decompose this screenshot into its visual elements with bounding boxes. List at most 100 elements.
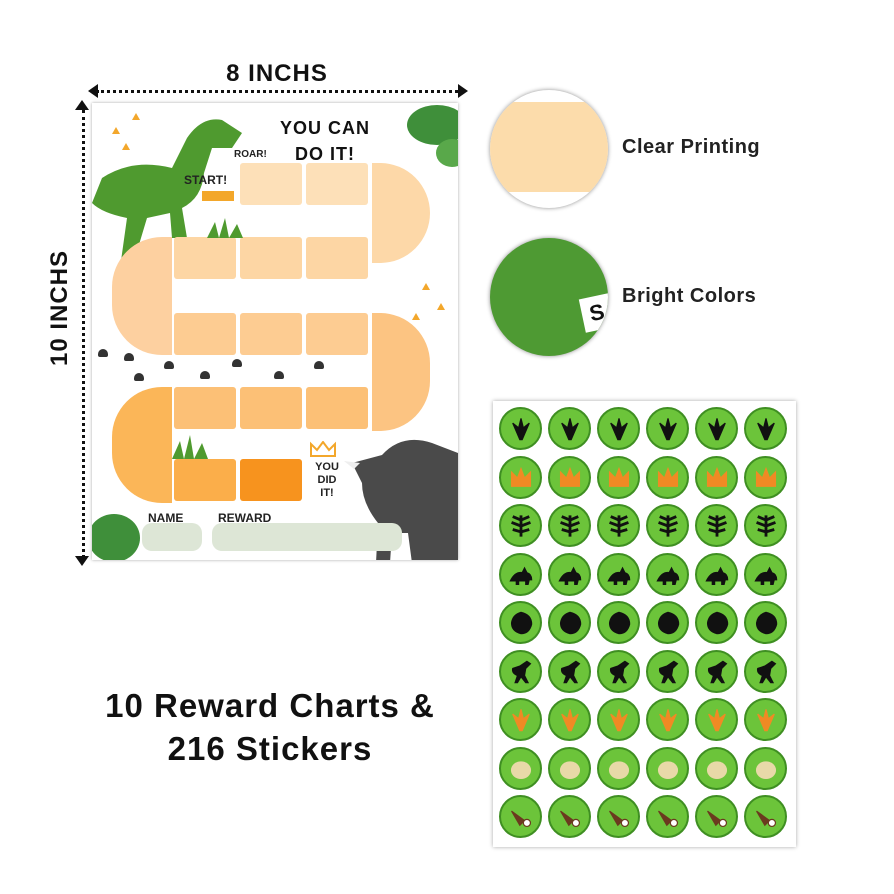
footprint-icon xyxy=(134,373,144,381)
chart-curve xyxy=(112,387,172,503)
chart-square xyxy=(240,313,302,355)
footprint-icon xyxy=(232,359,242,367)
sticker xyxy=(597,649,640,693)
reward-chart: ROAR! YOU CAN DO IT! START! YOU DID xyxy=(92,103,458,560)
dino-footprint-icon xyxy=(561,418,579,441)
finish-text: YOU DID IT! xyxy=(310,461,344,500)
crown-icon xyxy=(706,466,728,487)
stegosaurus-icon xyxy=(509,566,533,585)
chart-square xyxy=(240,237,302,279)
fern-leaf-icon xyxy=(511,515,531,537)
height-label: 10 INCHS xyxy=(46,249,73,367)
sticker xyxy=(499,698,542,741)
dino-egg-icon xyxy=(559,760,581,779)
grass-icon xyxy=(207,218,243,238)
chart-square xyxy=(174,313,236,355)
chart-title: YOU CAN DO IT! xyxy=(260,115,390,167)
stegosaurus-icon xyxy=(558,566,582,585)
sticker xyxy=(695,746,738,790)
chart-curve xyxy=(372,313,430,431)
sticker xyxy=(548,504,591,547)
raptor-icon xyxy=(756,660,777,683)
width-dimension-line xyxy=(96,90,458,93)
confetti-icon xyxy=(412,313,420,320)
sticker xyxy=(646,698,689,741)
monstera-leaf-icon xyxy=(92,514,140,560)
confetti-icon xyxy=(422,283,430,290)
arrow-up-icon xyxy=(75,100,89,110)
monstera-leaf-icon xyxy=(407,105,458,167)
chart-curve xyxy=(112,237,172,355)
crown-icon xyxy=(559,466,581,487)
headline-line-1: 10 Reward Charts & xyxy=(105,687,435,724)
fern-leaf-icon xyxy=(609,515,629,537)
meat-bone-icon xyxy=(707,810,728,828)
footprint-icon xyxy=(274,371,284,379)
sticker xyxy=(597,407,640,450)
fern-leaf-icon xyxy=(707,515,727,537)
sticker xyxy=(646,795,689,838)
sticker xyxy=(744,552,787,596)
sticker xyxy=(695,455,738,499)
sticker xyxy=(695,552,738,596)
footprint-icon xyxy=(314,361,324,369)
dino-footprint-icon xyxy=(610,418,628,441)
sticker xyxy=(646,746,689,790)
sticker xyxy=(548,795,591,838)
sticker xyxy=(499,552,542,596)
sticker xyxy=(744,649,787,693)
roar-text: ROAR! xyxy=(234,149,267,160)
monstera-leaf-icon xyxy=(755,611,778,635)
sticker xyxy=(744,407,787,450)
sticker xyxy=(744,746,787,790)
confetti-icon xyxy=(437,303,445,310)
sticker xyxy=(695,407,738,450)
sticker xyxy=(646,504,689,547)
stegosaurus-icon xyxy=(705,566,729,585)
sticker xyxy=(548,601,591,644)
monstera-leaf-icon xyxy=(657,611,680,635)
sticker xyxy=(548,746,591,790)
sticker xyxy=(597,552,640,596)
dino-footprint-icon xyxy=(757,709,775,732)
sticker xyxy=(695,601,738,644)
swatch-letter: S xyxy=(578,293,608,333)
finish-square xyxy=(240,459,302,501)
grass-icon xyxy=(172,435,208,459)
raptor-icon xyxy=(609,660,630,683)
finish-line-3: IT! xyxy=(320,487,334,499)
sticker xyxy=(499,504,542,547)
start-arrow-icon xyxy=(202,191,234,201)
finish-line-1: YOU xyxy=(315,461,339,473)
sticker xyxy=(597,601,640,644)
feature-label-bright-colors: Bright Colors xyxy=(622,285,757,307)
sticker xyxy=(499,407,542,450)
headline: 10 Reward Charts & 216 Stickers xyxy=(60,684,480,770)
arrow-down-icon xyxy=(75,556,89,566)
sticker xyxy=(744,504,787,547)
dino-footprint-icon xyxy=(610,709,628,732)
sticker xyxy=(695,504,738,547)
start-label: START! xyxy=(184,173,228,187)
stegosaurus-icon xyxy=(656,566,680,585)
sticker xyxy=(744,455,787,499)
sticker xyxy=(646,552,689,596)
name-label: NAME xyxy=(148,511,184,525)
meat-bone-icon xyxy=(511,810,532,828)
stegosaurus-icon xyxy=(607,566,631,585)
chart-square xyxy=(174,459,236,501)
sticker xyxy=(744,698,787,741)
sticker xyxy=(499,746,542,790)
name-field xyxy=(142,523,202,551)
confetti-icon xyxy=(112,127,120,134)
monstera-leaf-icon xyxy=(706,611,729,635)
crown-icon xyxy=(755,466,777,487)
sticker xyxy=(597,746,640,790)
dino-footprint-icon xyxy=(512,418,530,441)
sticker xyxy=(744,601,787,644)
crown-icon xyxy=(657,466,679,487)
dino-egg-icon xyxy=(510,760,532,779)
chart-square xyxy=(174,387,236,429)
clear-printing-swatch xyxy=(490,90,608,208)
sticker xyxy=(499,455,542,499)
